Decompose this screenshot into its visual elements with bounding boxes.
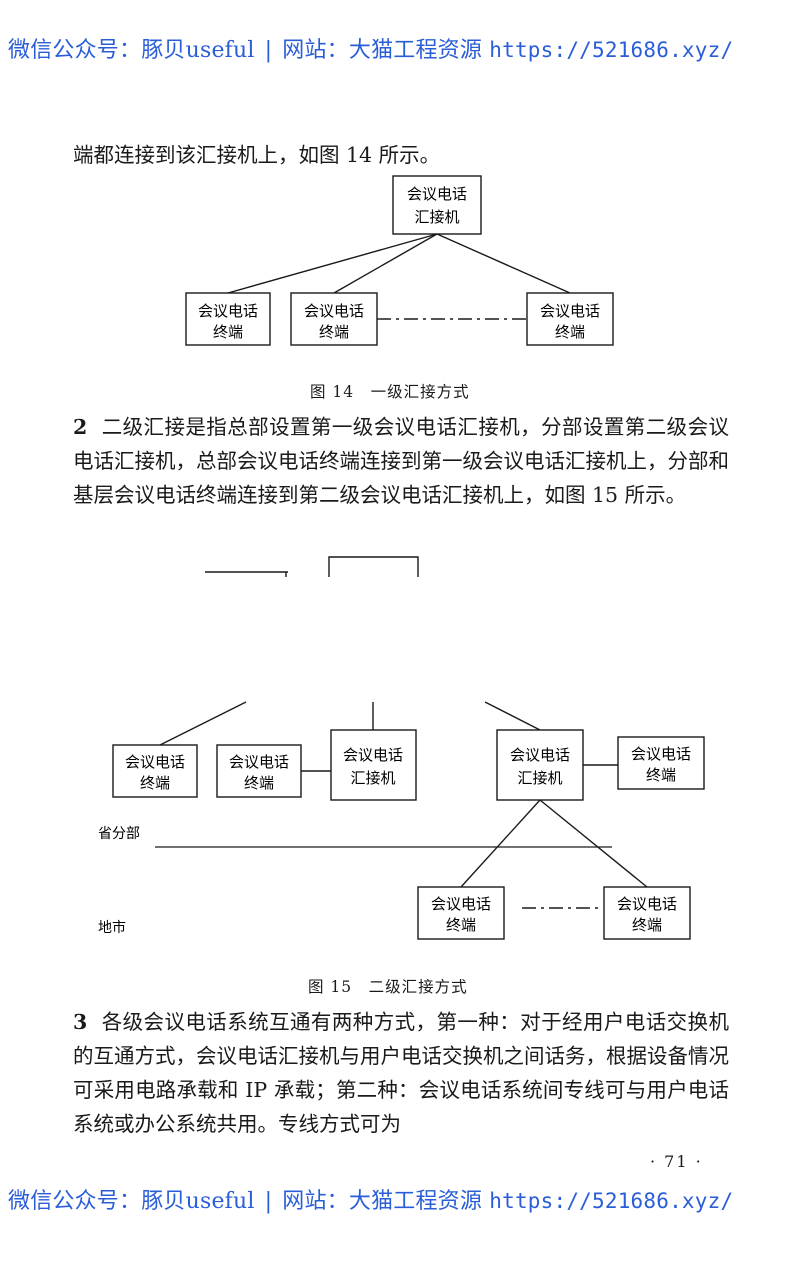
paragraph-3-number: 3 <box>73 1010 88 1034</box>
figure15-link-switch-e <box>539 799 648 888</box>
watermark-site: 网站：大猫工程资源 <box>282 38 483 63</box>
figure14-caption: 图 14 一级汇接方式 <box>310 383 470 401</box>
figure14-terminal2-label-2: 终端 <box>319 323 349 341</box>
figure15-caption: 图 15 二级汇接方式 <box>308 978 468 996</box>
figure15-label-province: 省分部 <box>98 826 140 842</box>
figure14-switch-label-2: 汇接机 <box>414 208 459 226</box>
figure15-switch-left-label-2: 汇接机 <box>350 769 395 787</box>
figure15-terminal-e-label-1: 会议电话 <box>617 895 677 913</box>
figure15-terminal-a-label-2: 终端 <box>140 774 170 792</box>
figure15-top-box-center <box>328 556 419 577</box>
watermark-url[interactable]: https://521686.xyz/ <box>489 38 734 62</box>
figure15-label-city: 地市 <box>98 919 126 936</box>
figure15-switch-left-box <box>330 729 417 801</box>
figure14-terminal2-label-1: 会议电话 <box>304 302 364 320</box>
figure15-terminal-c-label-2: 终端 <box>646 766 676 784</box>
figure15-link-top-right <box>484 701 541 731</box>
figure15-switch-right-box <box>496 729 584 801</box>
figure15-terminal-e-label-2: 终端 <box>632 916 662 934</box>
figure15-switch-left-label-1: 会议电话 <box>343 746 403 764</box>
intro-text: 端都连接到该汇接机上，如图 14 所示。 <box>73 143 441 167</box>
paragraph-3-text: 各级会议电话系统互通有两种方式，第一种：对于经用户电话交换机的互通方式，会议电话… <box>73 1010 729 1136</box>
figure14-terminal3-label-2: 终端 <box>555 323 585 341</box>
watermark-site-bottom: 网站：大猫工程资源 <box>282 1189 483 1214</box>
figure-14-diagram: 会议电话 汇接机 会议电话 终端 会议电话 终端 会议电话 终端 <box>185 175 614 346</box>
paragraph-2-number: 2 <box>73 415 88 439</box>
figure15-switch-right-label-1: 会议电话 <box>510 746 570 764</box>
paragraph-2-text: 二级汇接是指总部设置第一级会议电话汇接机，分部设置第二级会议电话汇接机，总部会议… <box>73 415 729 507</box>
figure15-terminal-a-label-1: 会议电话 <box>125 753 185 771</box>
figure14-terminal1-label-2: 终端 <box>213 323 243 341</box>
figure14-terminal3-label-1: 会议电话 <box>540 302 600 320</box>
figure15-switch-right-label-2: 汇接机 <box>517 769 562 787</box>
figure15-terminal-c-label-1: 会议电话 <box>631 745 691 763</box>
figure14-link-1 <box>227 233 438 294</box>
page-number: · 71 · <box>650 1152 703 1171</box>
figure15-terminal-a-box <box>112 744 198 798</box>
figure15-terminal-d-label-1: 会议电话 <box>431 895 491 913</box>
figure15-link-switch-d <box>460 799 541 888</box>
figure15-terminal-c-box <box>617 736 705 790</box>
figure14-link-2 <box>333 233 438 294</box>
figure15-terminal-b-label-2: 终端 <box>244 774 274 792</box>
watermark-divider-bottom: | <box>264 1189 273 1214</box>
watermark-bottom: 微信公众号：豚贝useful | 网站：大猫工程资源 https://521686.… <box>8 1183 792 1215</box>
figure14-link-3 <box>436 233 571 294</box>
watermark-account: 微信公众号：豚贝useful <box>8 38 255 63</box>
watermark-top: 微信公众号：豚贝useful | 网站：大猫工程资源 https://521686.… <box>8 32 792 64</box>
figure15-link-top-left <box>159 701 247 746</box>
figure15-terminal-d-label-2: 终端 <box>446 916 476 934</box>
watermark-account-bottom: 微信公众号：豚贝useful <box>8 1189 255 1214</box>
figure-15-diagram: 会议电话 终端 会议电话 终端 会议电话 汇接机 会议电话 汇接机 会议电话 终… <box>98 556 705 940</box>
watermark-divider: | <box>264 38 273 63</box>
figure14-switch-label-1: 会议电话 <box>407 185 467 203</box>
figure14-terminal1-label-1: 会议电话 <box>198 302 258 320</box>
figure15-terminal-b-label-1: 会议电话 <box>229 753 289 771</box>
watermark-url-bottom[interactable]: https://521686.xyz/ <box>489 1189 734 1213</box>
